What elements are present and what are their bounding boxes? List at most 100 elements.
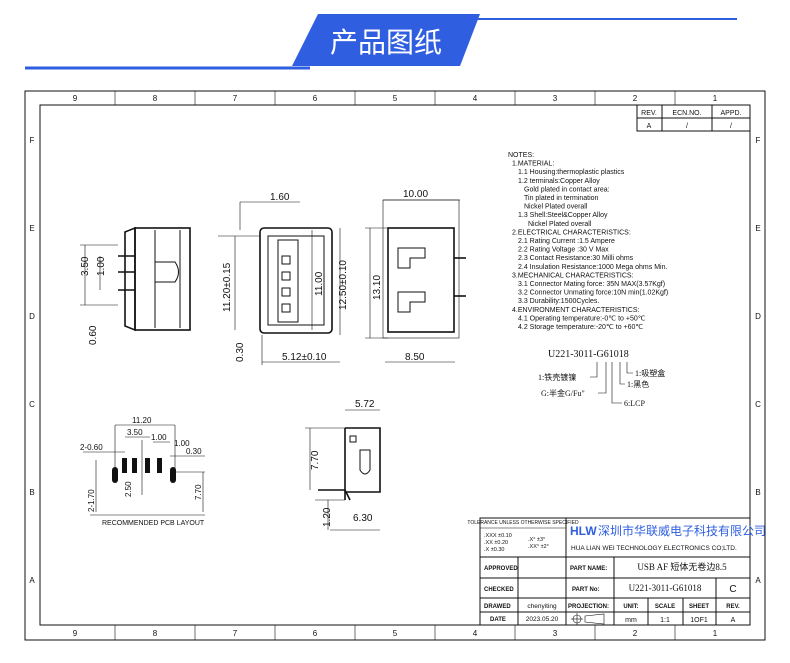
note-line: 4.2 Storage temperature:-20℃ to +60℃ <box>518 324 643 331</box>
date-value: 2023.05.20 <box>526 616 559 623</box>
rev-label: REV. <box>726 604 740 610</box>
dim-5-72: 5.72 <box>355 399 375 410</box>
dim-1-60: 1.60 <box>270 192 290 203</box>
pcb-dim-2-50: 2.50 <box>124 481 133 497</box>
column-marker-bottom: 3 <box>553 629 558 638</box>
part-code: U221-3011-G61018 <box>548 349 629 360</box>
column-marker-bottom: 8 <box>153 629 158 638</box>
projection-label: PROJECTION: <box>568 604 609 610</box>
unit-label: UNIT: <box>623 604 638 610</box>
row-marker-left: A <box>29 576 35 585</box>
column-marker-top: 2 <box>633 94 638 103</box>
drawed-label: DRAWED <box>484 604 511 610</box>
sheet-label: SHEET <box>689 604 709 610</box>
row-marker-left: E <box>29 224 34 233</box>
company-name-en: HUA LIAN WEI TECHNOLOGY ELECTRONICS CO;L… <box>571 545 737 552</box>
company-name-cn: 深圳市华联威电子科技有限公司 <box>598 523 766 538</box>
bottom-view: 5.72 7.70 1.20 6.30 <box>305 399 381 531</box>
note-line: 2.3 Contact Resistance:30 Milli ohms <box>518 255 634 262</box>
dim-3-50: 3.50 <box>80 256 91 276</box>
legend-material: 6:LCP <box>624 399 645 408</box>
ecn-value: / <box>686 123 688 130</box>
note-line: Nickel Plated overall <box>524 204 588 211</box>
pcb-dim-7-70: 7.70 <box>194 484 203 500</box>
dim-12-50: 12.50±0.10 <box>338 260 349 310</box>
note-line: 3.2 Connector Unmating force:10N min(1.0… <box>518 290 668 297</box>
dim-7-70-side: 7.70 <box>310 450 321 470</box>
note-line: 1.1 Housing:thermoplastic plastics <box>518 169 625 176</box>
banner-title: 产品图纸 <box>330 26 442 59</box>
row-marker-right: A <box>755 576 761 585</box>
note-line: Gold plated in contact area: <box>524 186 610 193</box>
row-marker-left: B <box>29 488 34 497</box>
column-marker-top: 8 <box>153 94 158 103</box>
company-logo: HLW <box>570 524 597 538</box>
pcb-dim-3-50: 3.50 <box>127 428 143 437</box>
drawed-value: chenyiting <box>527 603 557 610</box>
dim-1-20: 1.20 <box>322 507 333 527</box>
pcb-dim-2-1-70: 2-1.70 <box>87 489 96 512</box>
row-marker-right: B <box>755 488 760 497</box>
column-marker-bottom: 1 <box>713 629 718 638</box>
dim-1-00: 1.00 <box>96 256 107 276</box>
notes: NOTES:1.MATERIAL:1.1 Housing:thermoplast… <box>508 152 668 331</box>
legend-shell-plating: 1:铁壳镀镍 <box>538 372 576 382</box>
part-name-value: USB AF 短体无卷边8.5 <box>637 561 727 572</box>
scale-value: 1:1 <box>660 617 670 624</box>
column-marker-top: 4 <box>473 94 478 103</box>
banner: 产品图纸 <box>25 14 737 70</box>
note-line: 2.2 Rating Voltage :30 V Max <box>518 247 609 254</box>
column-marker-top: 5 <box>393 94 398 103</box>
tol-xx: .XX ±0.20 <box>484 540 508 546</box>
rev-value-block: A <box>731 617 736 624</box>
dim-11-20: 11.20±0.15 <box>222 262 233 312</box>
note-line: 3.3 Durability:1500Cycles. <box>518 298 599 305</box>
pcb-dim-0-30: 0.30 <box>186 447 202 456</box>
note-line: 3.MECHANICAL CHARACTERISTICS: <box>512 272 634 279</box>
note-line: 3.1 Connector Mating force: 35N MAX(3.57… <box>518 281 665 288</box>
rev-letter: C <box>729 584 736 595</box>
dim-6-30: 6.30 <box>353 513 373 524</box>
approved-label: APPROVED <box>484 566 518 572</box>
pcb-layout-title: RECOMMENDED PCB LAYOUT <box>102 520 205 527</box>
note-line: 4.ENVIRONMENT CHARACTERISTICS: <box>512 307 639 314</box>
revision-table: REV. ECN.NO. APPD. A / / <box>636 104 751 132</box>
dim-0-30: 0.30 <box>235 342 246 362</box>
column-marker-bottom: 2 <box>633 629 638 638</box>
note-line: 2.1 Rating Current :1.5 Ampere <box>518 238 615 245</box>
note-line: Nickel Plated overall <box>528 221 592 228</box>
sheet-value: 1OF1 <box>690 617 708 624</box>
part-no-value: U221-3011-G61018 <box>629 583 702 593</box>
tol-angle-1: .X° ±3° <box>528 537 545 543</box>
dim-11-00: 11.00 <box>314 271 325 296</box>
column-marker-top: 6 <box>313 94 318 103</box>
pcb-dim-1-00-a: 1.00 <box>151 433 167 442</box>
column-marker-bottom: 7 <box>233 629 238 638</box>
tol-x: .X ±0.30 <box>484 547 504 553</box>
part-code-legend: U221-3011-G61018 1:铁壳镀镍 G:半金G/Fu" 6:LCP … <box>538 349 665 408</box>
ecn-header: ECN.NO. <box>672 110 701 117</box>
projection-symbol-icon <box>571 613 605 625</box>
row-marker-right: F <box>756 136 761 145</box>
pcb-dim-1-00-b: 1.00 <box>174 439 190 448</box>
row-marker-right: C <box>755 400 761 409</box>
part-no-label: PART No: <box>572 587 600 593</box>
front-view: 1.60 11.20±0.15 11.00 12.50±0.10 0.30 5.… <box>218 192 349 365</box>
column-marker-bottom: 4 <box>473 629 478 638</box>
column-marker-bottom: 9 <box>73 629 78 638</box>
legend-color: 1:黑色 <box>627 379 649 389</box>
dim-13-10: 13.10 <box>372 275 383 300</box>
legend-packaging: 1:吸塑盒 <box>635 368 665 378</box>
rev-value: A <box>647 123 652 130</box>
row-marker-left: C <box>29 400 35 409</box>
tol-xxx: .XXX ±0.10 <box>484 533 512 539</box>
checked-label: CHECKED <box>484 587 514 593</box>
legend-gold-plating: G:半金G/Fu" <box>541 388 585 398</box>
row-marker-left: D <box>29 312 35 321</box>
banner-background <box>292 14 480 66</box>
rev-header: REV. <box>641 110 657 117</box>
unit-value: mm <box>625 617 637 624</box>
column-marker-top: 7 <box>233 94 238 103</box>
